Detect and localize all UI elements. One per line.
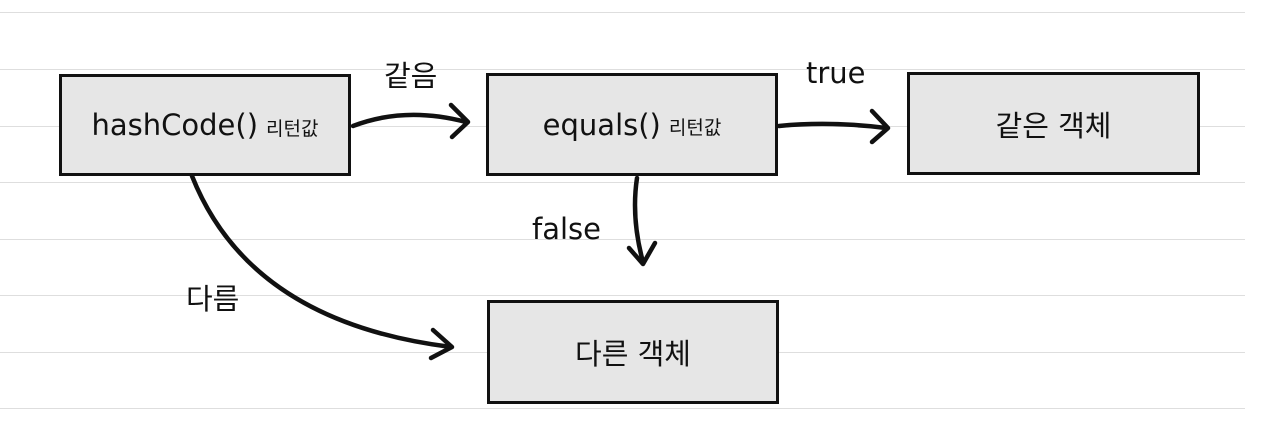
different-object-node-label: 다른 객체 [575,337,691,371]
arrowhead-equals-to-same [869,108,891,145]
edge-label-true: true [806,56,866,90]
arrowhead-hash-to-different [428,327,455,361]
arrowhead-equals-to-different [626,240,658,267]
arrow-equals-to-same [776,121,889,131]
arrowhead-hash-to-equals [448,102,471,140]
edge-label-false: false [532,212,601,246]
different-object-node: 다른 객체 [487,300,779,404]
equals-node-label: equals() [542,107,661,142]
arrow-hash-to-equals [350,112,469,129]
hashcode-node-label: hashCode() [91,108,259,142]
ruled-line [0,69,1245,70]
same-object-node: 같은 객체 [907,72,1200,175]
ruled-line [0,12,1245,13]
ruled-line [0,182,1245,183]
arrow-equals-to-different [632,175,646,265]
ruled-line [0,239,1245,240]
edge-label-same-hash: 같음 [384,59,438,93]
edge-label-different-hash: 다름 [186,282,240,316]
equals-node: equals() 리턴값 [486,73,778,176]
ruled-line [0,408,1245,409]
ruled-line [0,295,1245,296]
hashcode-node-suffix: 리턴값 [266,117,319,140]
hashcode-node: hashCode() 리턴값 [59,74,351,176]
arrow-hash-to-different [189,173,454,350]
equals-node-suffix: 리턴값 [668,117,722,139]
same-object-node-label: 같은 객체 [995,108,1112,143]
